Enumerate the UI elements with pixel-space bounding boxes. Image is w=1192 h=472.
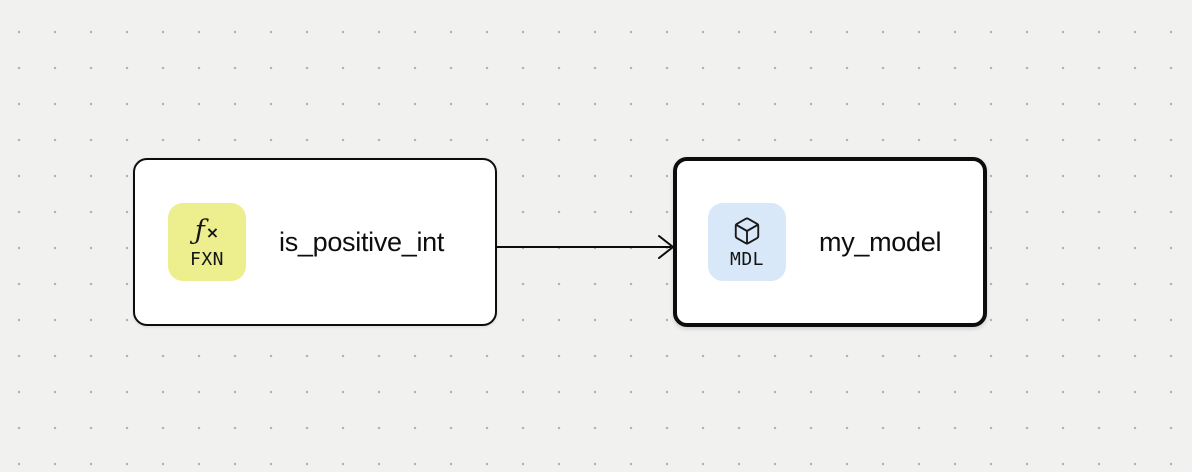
function-icon-f: ƒ [194, 215, 205, 246]
function-icon: ƒ× [195, 215, 219, 247]
model-badge: MDL [708, 203, 786, 281]
node-label-is-positive-int: is_positive_int [279, 226, 445, 257]
function-badge: ƒ× FXN [168, 203, 246, 281]
node-my-model[interactable]: MDL my_model [673, 157, 987, 327]
node-is-positive-int[interactable]: ƒ× FXN is_positive_int [133, 158, 497, 326]
model-badge-label: MDL [729, 248, 764, 270]
cube-icon [732, 215, 762, 247]
function-badge-label: FXN [189, 248, 224, 270]
function-icon-x: × [205, 222, 220, 242]
node-label-my-model: my_model [819, 226, 942, 257]
